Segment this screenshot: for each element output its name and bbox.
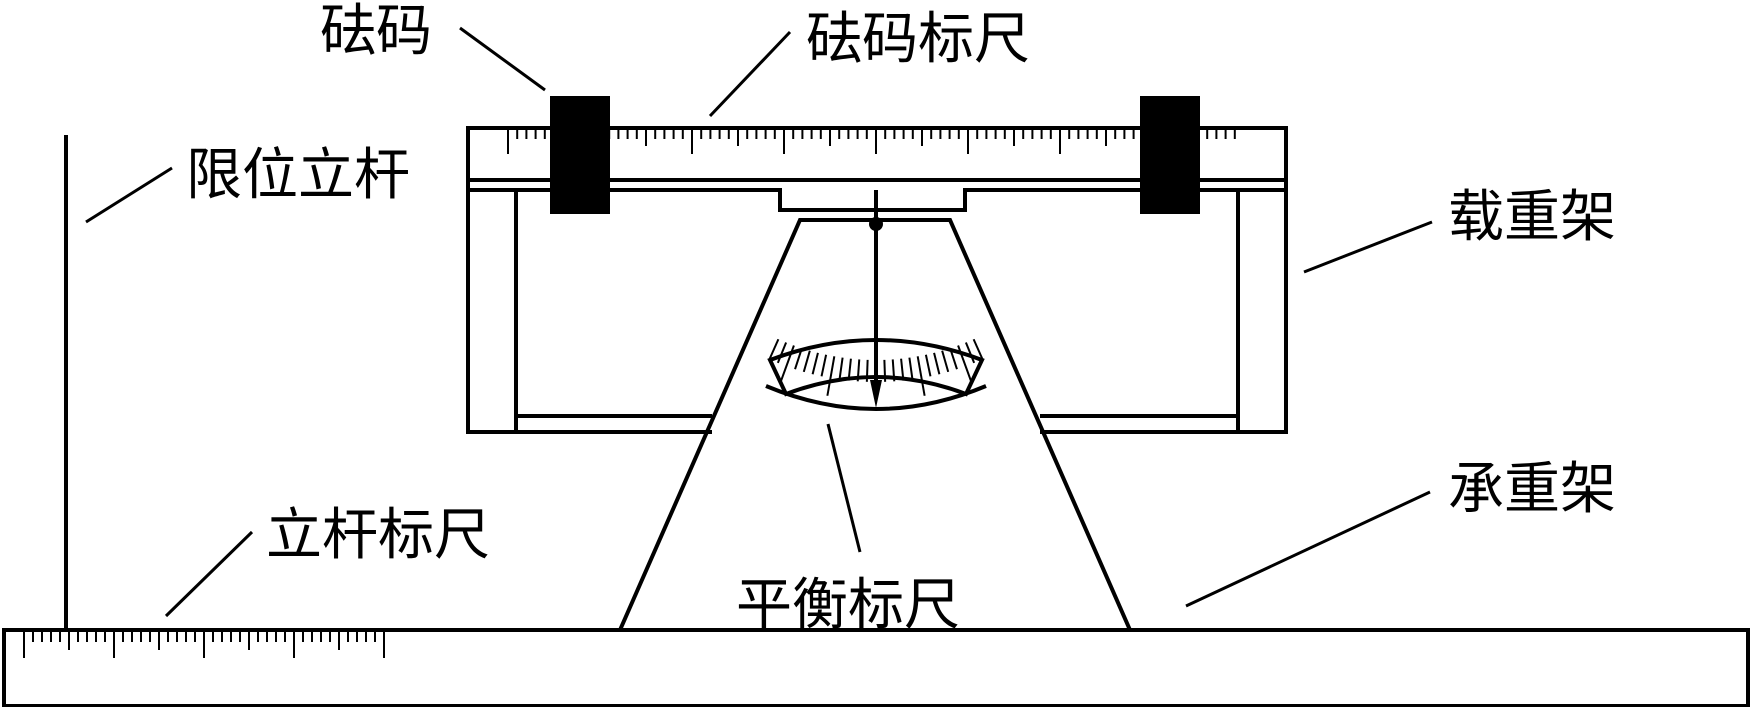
scale-tick [838,357,844,380]
weight-right [1140,96,1200,214]
leader-load-frame [1303,220,1433,274]
balance-scale [765,338,987,411]
label-weight-scale: 砝码标尺 [806,7,1030,72]
leader-weight-scale [708,30,792,118]
scale-tick [933,352,941,375]
scale-tick [820,354,828,377]
weight-scale [507,130,1236,154]
leader-balance-scale [826,423,862,553]
scale-tick [891,359,896,382]
scale-tick [949,347,958,370]
label-post-scale: 立杆标尺 [266,503,490,568]
scale-tick [802,350,811,373]
scale-tick [856,359,861,382]
scale-tick [776,342,788,364]
post-scale [23,632,385,658]
label-weight: 砝码 [320,0,432,64]
scale-tick [941,350,950,373]
label-support-frame: 承重架 [1448,457,1616,522]
scale-tick [811,352,819,375]
leader-limit-post [85,166,173,224]
load-frame [466,126,1288,434]
scale-tick [916,356,926,396]
label-balance-scale: 平衡标尺 [736,573,960,638]
scale-tick [957,345,973,384]
leader-weight [459,26,546,92]
pointer [869,190,883,408]
scale-tick [779,345,795,384]
base-plate [2,628,1750,707]
scale-tick [908,357,914,380]
leader-lines [85,26,1433,618]
scale-tick [865,359,869,382]
weight-left [550,96,610,214]
scale-tick [847,358,852,381]
scale-tick [924,354,932,377]
scale-tick [964,342,976,364]
scale-tick [883,359,887,382]
scale-tick [794,347,803,370]
scale-tick [900,358,905,381]
leader-post-scale [164,530,254,618]
label-load-frame: 载重架 [1448,185,1616,250]
leader-support-frame [1185,490,1431,608]
label-limit-post: 限位立杆 [186,143,410,208]
scale-tick [972,338,984,360]
scale-tick [826,356,836,396]
scale-tick [768,338,780,360]
